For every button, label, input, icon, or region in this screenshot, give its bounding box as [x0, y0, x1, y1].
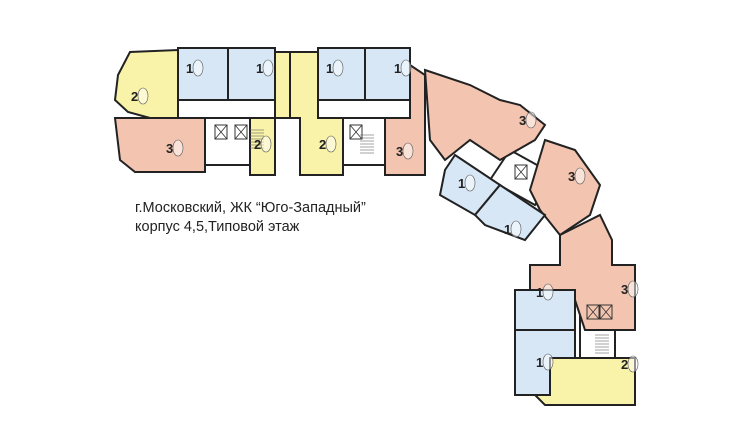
elevator-icon [349, 124, 363, 140]
area-badge [137, 87, 149, 105]
stair-elevator-core [342, 117, 386, 166]
area-badge [400, 59, 412, 77]
elevator-icon [234, 124, 248, 140]
area-badge [464, 174, 476, 192]
apartment-two-room [113, 48, 179, 119]
apartment-room-count: 1 [186, 61, 193, 76]
area-badge [260, 135, 272, 153]
elevator-icon [586, 304, 600, 320]
apartment-room-count: 2 [621, 357, 628, 372]
apartment-room-count: 1 [536, 355, 543, 370]
elevator-icon [214, 124, 228, 140]
area-badge [525, 111, 537, 129]
area-badge [627, 355, 639, 373]
apartment-three-room [423, 68, 547, 162]
elevator-icon [514, 164, 528, 180]
area-badge [627, 280, 639, 298]
elevator-icon [514, 164, 528, 180]
apartment-room-count: 1 [256, 61, 263, 76]
apartment-room-count: 3 [568, 169, 575, 184]
apartment-room-count: 1 [394, 61, 401, 76]
elevator-icon [349, 124, 363, 140]
elevator-icon [234, 124, 248, 140]
apartment-three-room [528, 138, 602, 237]
area-badge [262, 59, 274, 77]
apartment-room-count: 2 [319, 137, 326, 152]
apartment-room-count: 1 [326, 61, 333, 76]
plan-caption: г.Московский, ЖК “Юго-Западный” корпус 4… [135, 199, 366, 237]
apartment-room-count: 3 [396, 144, 403, 159]
apartment-room-count: 1 [458, 176, 465, 191]
apartment-room-count: 2 [131, 89, 138, 104]
elevator-icon [599, 304, 613, 320]
area-badge [574, 167, 586, 185]
caption-line-1: г.Московский, ЖК “Юго-Западный” [135, 200, 366, 216]
area-badge [542, 353, 554, 371]
caption-line-2: корпус 4,5,Типовой этаж [135, 219, 300, 235]
apartment-room-count: 1 [536, 285, 543, 300]
area-badge [542, 283, 554, 301]
area-badge [172, 139, 184, 157]
apartment-three-room [529, 213, 636, 331]
area-badge [332, 59, 344, 77]
elevator-icon [214, 124, 228, 140]
apartment-room-count: 3 [519, 113, 526, 128]
elevator-icon [586, 304, 600, 320]
area-badge [510, 220, 522, 238]
apartment-room-count: 3 [166, 141, 173, 156]
apartment-room-count: 2 [254, 137, 261, 152]
area-badge [402, 142, 414, 160]
apartment-one-room [473, 183, 547, 242]
elevator-icon [599, 304, 613, 320]
area-badge [325, 135, 337, 153]
apartment-room-count: 1 [504, 222, 511, 237]
area-badge [192, 59, 204, 77]
apartment-three-room [113, 117, 206, 173]
apartment-room-count: 3 [621, 282, 628, 297]
